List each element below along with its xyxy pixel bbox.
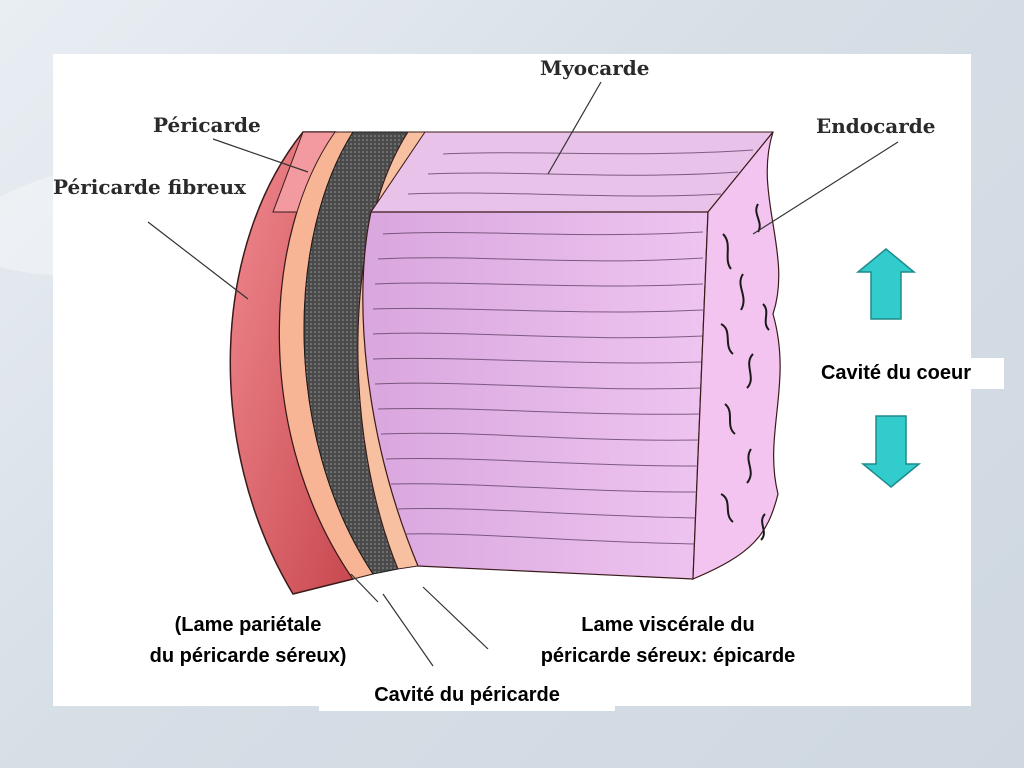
pointer-lines <box>147 81 899 667</box>
label-myocarde: Myocarde <box>540 56 650 80</box>
myocardium-fibers <box>372 149 754 545</box>
caption-cavite-pericarde-text: Cavité du péricarde <box>374 684 560 706</box>
caption-cavite-coeur: Cavité du coeur <box>788 358 1004 389</box>
caption-lame-viscerale-line1: Lame viscérale du <box>581 614 755 636</box>
caption-lame-viscerale-line2: péricarde séreux: épicarde <box>540 645 796 667</box>
heart-wall-illustration <box>147 81 922 667</box>
caption-cavite-coeur-text: Cavité du coeur <box>820 362 972 384</box>
caption-lame-parietale-line1: (Lame pariétale <box>174 614 322 636</box>
caption-lame-viscerale: Lame viscérale du péricarde séreux: épic… <box>493 610 843 672</box>
caption-lame-parietale: (Lame pariétale du péricarde séreux) <box>108 610 388 672</box>
slide-panel: Myocarde Péricarde Péricarde fibreux End… <box>53 54 1004 711</box>
myocardium-top <box>370 131 775 213</box>
down-arrow-icon <box>860 415 922 488</box>
endocardium-region <box>692 131 781 580</box>
caption-cavite-pericarde: Cavité du péricarde <box>319 680 615 711</box>
label-pericarde-fibreux: Péricarde fibreux <box>53 175 246 199</box>
myocardium-front <box>362 211 709 580</box>
label-pericarde: Péricarde <box>153 113 261 137</box>
caption-lame-parietale-line2: du péricarde séreux) <box>149 645 347 667</box>
label-endocarde: Endocarde <box>816 114 936 138</box>
up-arrow-icon <box>855 248 917 320</box>
